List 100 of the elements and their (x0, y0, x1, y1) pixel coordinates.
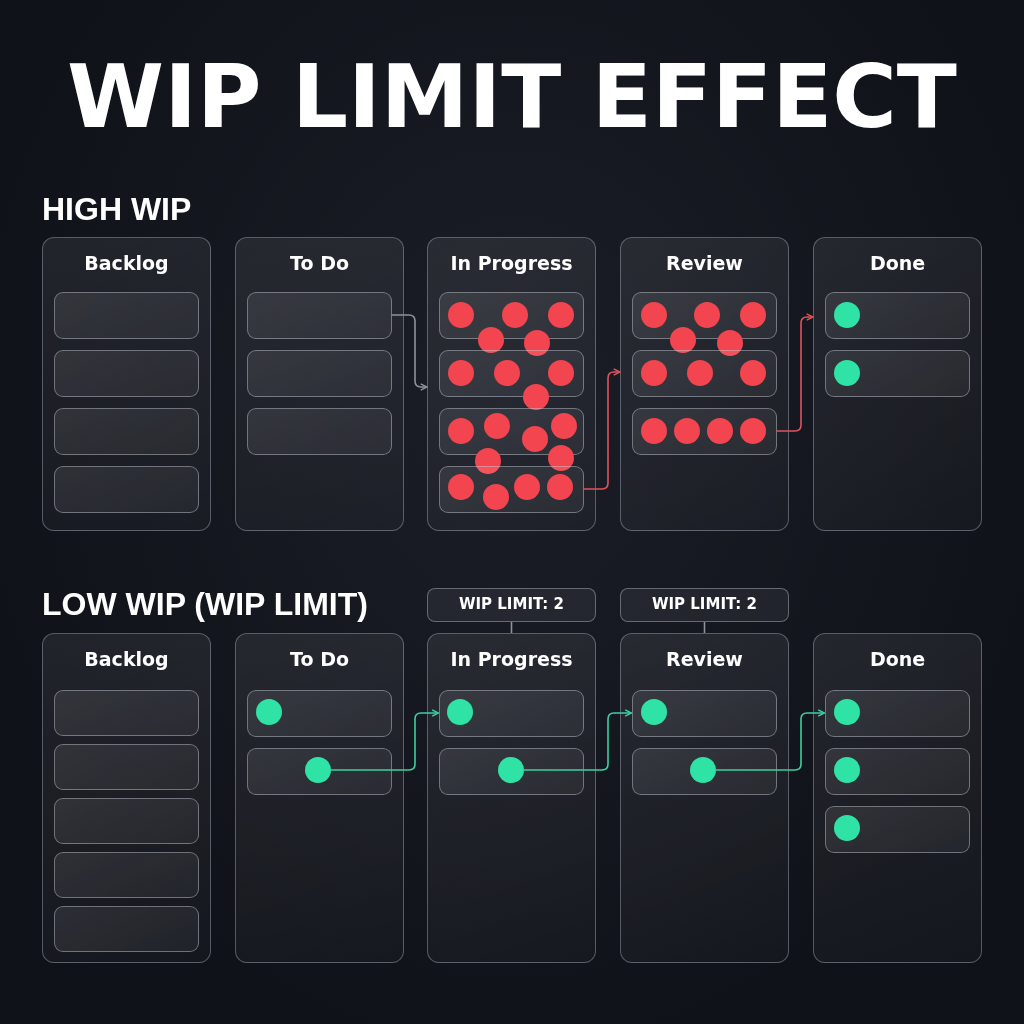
task-card (631, 747, 777, 795)
task-card (438, 747, 584, 795)
dot-icon (256, 699, 282, 725)
dot-icon (834, 815, 860, 841)
dot-icon (484, 413, 510, 439)
task-card (53, 797, 199, 844)
dot-icon (740, 302, 766, 328)
dot-icon (707, 418, 733, 444)
dot-icon (477, 326, 504, 353)
section-heading: HIGH WIP (42, 191, 192, 227)
arrow (715, 709, 826, 771)
dot-icon (740, 360, 766, 386)
dot-icon (494, 360, 520, 386)
dot-icon (502, 302, 528, 328)
wip-limit-tag: WIP LIMIT: 2 (427, 588, 596, 622)
kanban-column (235, 237, 404, 531)
dot-icon (694, 302, 720, 328)
dot-icon (740, 418, 766, 444)
kanban-column (235, 633, 404, 963)
dot-icon (448, 474, 474, 500)
dot-icon (690, 757, 716, 783)
dot-icon (305, 757, 331, 783)
kanban-column (620, 237, 789, 531)
kanban-column (427, 237, 596, 531)
task-card (824, 349, 970, 397)
task-card (438, 349, 584, 397)
dot-icon (548, 360, 574, 386)
dot-icon (674, 418, 700, 444)
task-card (246, 689, 392, 737)
column-title: Review (666, 251, 743, 275)
task-card (53, 465, 199, 513)
kanban-column (42, 237, 211, 531)
task-card (53, 689, 199, 736)
task-card (246, 291, 392, 339)
dot-icon (834, 699, 860, 725)
dot-icon (547, 444, 574, 471)
column-title: To Do (290, 251, 349, 275)
task-card (246, 349, 392, 397)
task-card (824, 805, 970, 853)
dot-icon (522, 426, 548, 452)
column-title: Done (869, 251, 926, 275)
wip-limit-tag: WIP LIMIT: 2 (620, 588, 789, 622)
task-card (53, 407, 199, 455)
arrow (775, 313, 814, 432)
dot-icon (498, 757, 524, 783)
section-heading: LOW WIP (WIP LIMIT) (42, 586, 368, 622)
task-card (246, 407, 392, 455)
dot-icon (641, 360, 667, 386)
task-card (438, 465, 584, 513)
dot-icon (641, 699, 667, 725)
dot-icon (522, 383, 549, 410)
task-card (631, 291, 777, 339)
connector-line (703, 621, 706, 634)
task-card (53, 851, 199, 898)
connector-line (510, 621, 513, 634)
arrow (390, 314, 428, 391)
dot-icon (448, 302, 474, 328)
dot-icon (551, 413, 577, 439)
task-card (824, 689, 970, 737)
column-title: Review (666, 647, 743, 671)
dot-icon (669, 326, 696, 353)
kanban-column (813, 633, 982, 963)
column-title: To Do (290, 647, 349, 671)
task-card (438, 407, 584, 455)
column-title: In Progress (450, 251, 573, 275)
dot-icon (523, 329, 550, 356)
arrow (523, 709, 633, 771)
column-title: Backlog (84, 251, 169, 275)
dot-icon (641, 302, 667, 328)
task-card (246, 747, 392, 795)
dot-icon (547, 474, 573, 500)
dot-icon (448, 418, 474, 444)
task-card (438, 689, 584, 737)
task-card (631, 689, 777, 737)
task-card (824, 291, 970, 339)
task-card (631, 407, 777, 455)
kanban-column (620, 633, 789, 963)
dot-icon (548, 302, 574, 328)
dot-icon (834, 360, 860, 386)
dot-icon (514, 474, 540, 500)
arrow (582, 368, 621, 490)
title: WIP LIMIT EFFECT (67, 52, 957, 142)
dot-icon (474, 447, 501, 474)
column-title: Backlog (84, 647, 169, 671)
column-title: In Progress (450, 647, 573, 671)
task-card (53, 743, 199, 790)
arrow (330, 709, 440, 771)
task-card (53, 905, 199, 952)
dot-icon (483, 484, 509, 510)
dot-icon (834, 757, 860, 783)
kanban-column (427, 633, 596, 963)
task-card (824, 747, 970, 795)
dot-icon (641, 418, 667, 444)
dot-icon (687, 360, 713, 386)
task-card (438, 291, 584, 339)
column-title: Done (869, 647, 926, 671)
task-card (53, 349, 199, 397)
dot-icon (834, 302, 860, 328)
dot-icon (716, 329, 743, 356)
task-card (631, 349, 777, 397)
